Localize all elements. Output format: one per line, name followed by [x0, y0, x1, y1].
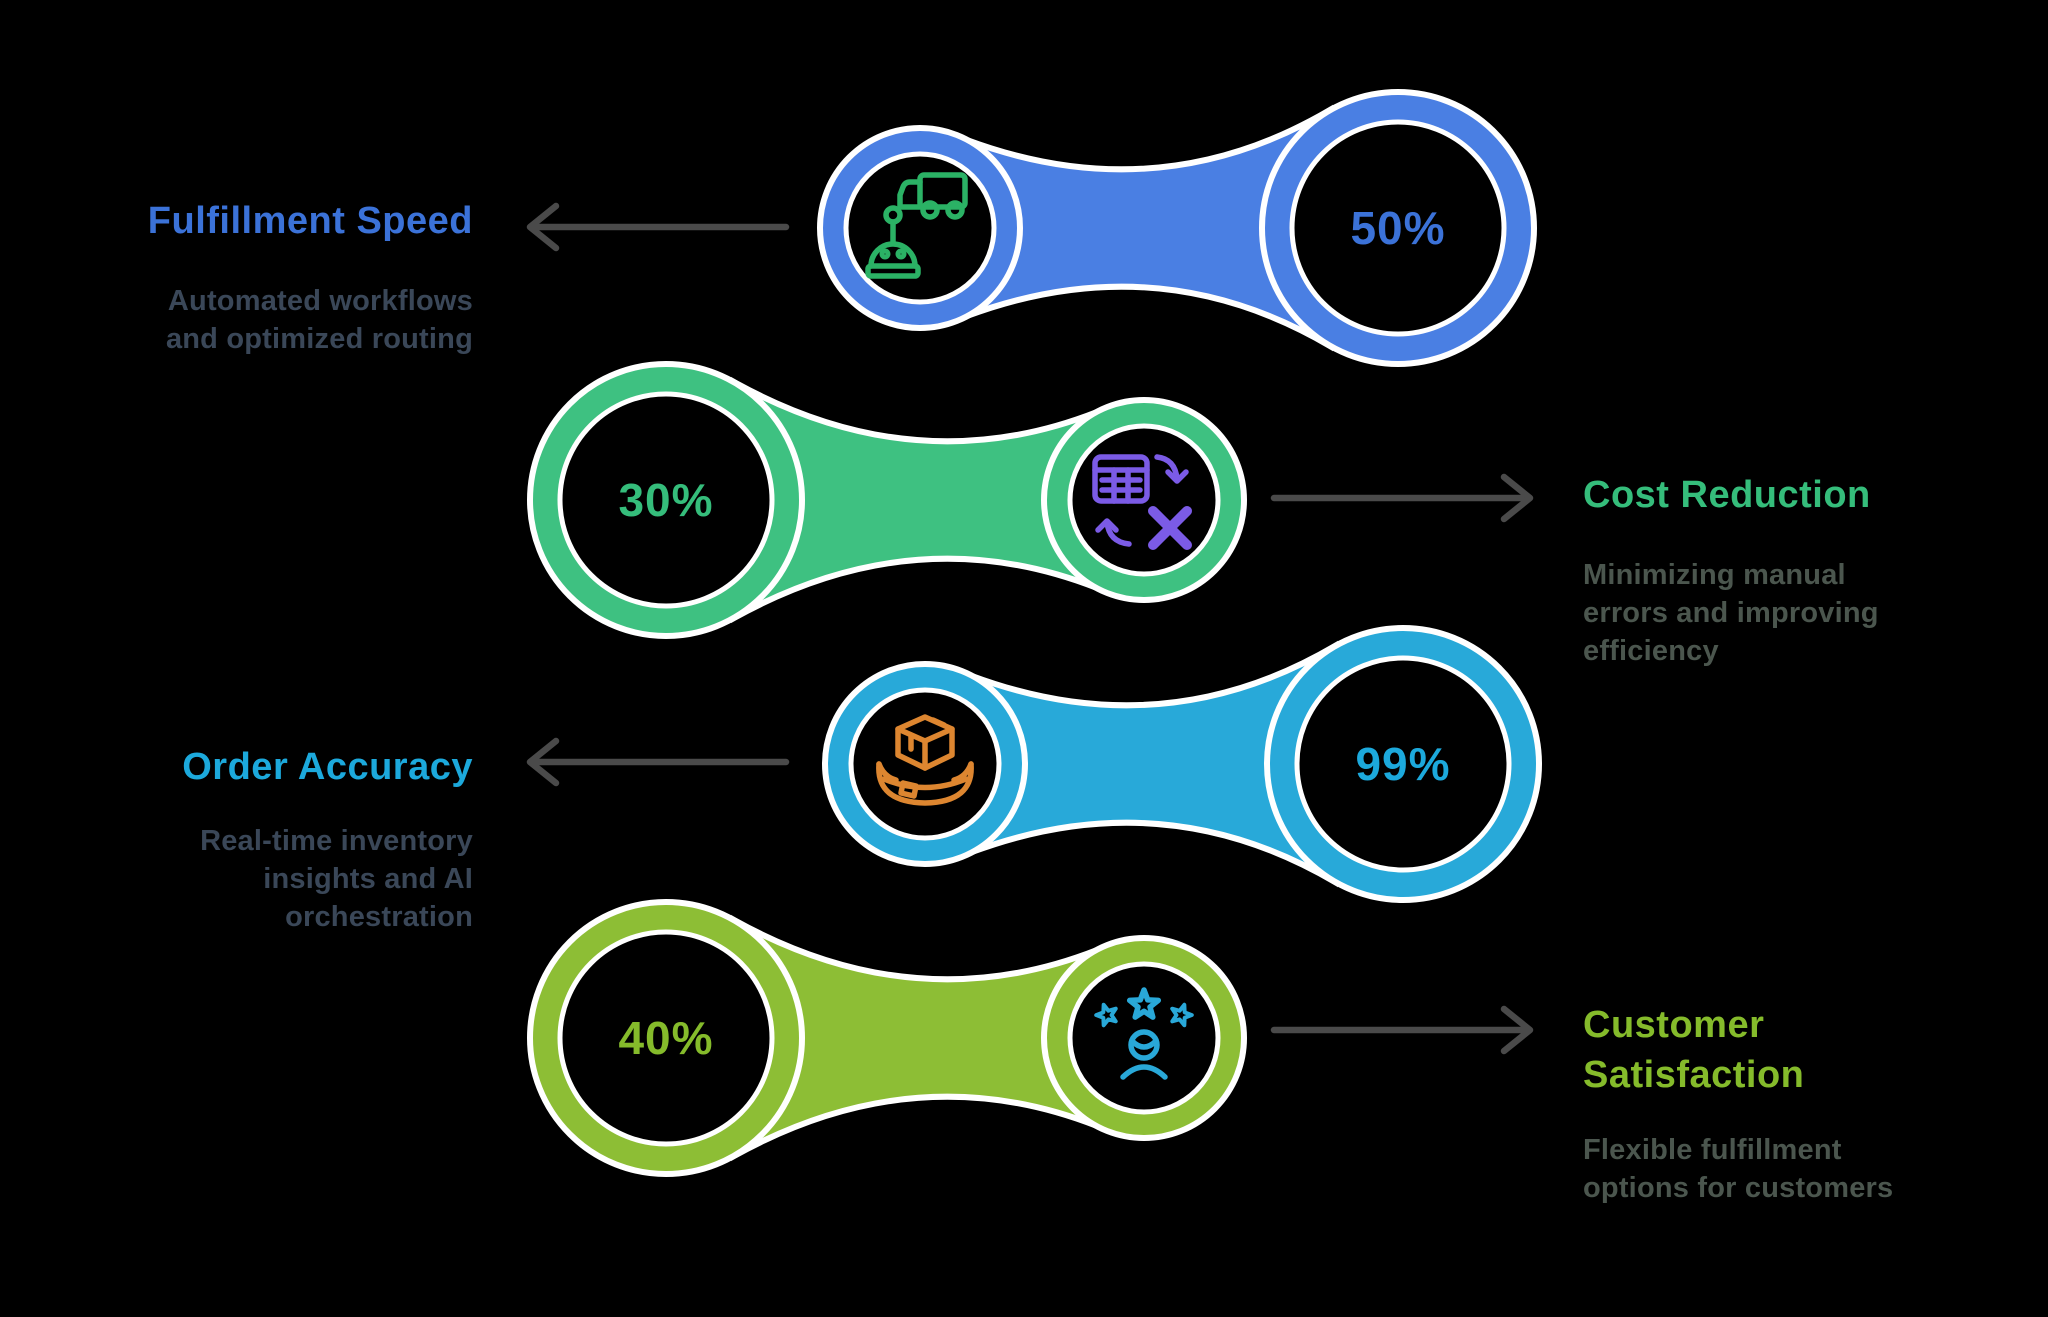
value-ring-hole — [557, 391, 775, 609]
metric-value-order-accuracy: 99% — [1355, 738, 1451, 790]
connector-arrow-left — [526, 737, 790, 787]
metric-value-cost-reduction: 30% — [618, 474, 714, 526]
description-line: Real-time inventory — [200, 825, 473, 857]
metric-title: Fulfillment Speed — [147, 200, 473, 242]
metric-description-customer-satisfaction: Flexible fulfillment options for custome… — [1583, 1131, 1983, 1207]
value-ring-hole — [1294, 655, 1512, 873]
icon-ring-hole — [1067, 961, 1221, 1115]
metric-title-line: Satisfaction — [1583, 1054, 1805, 1096]
metric-description-cost-reduction: Minimizing manual errors and improving e… — [1583, 556, 1983, 670]
metric-description-order-accuracy: Real-time inventory insights and AI orch… — [73, 822, 473, 936]
metric-title: Cost Reduction — [1583, 474, 1871, 516]
label-customer-satisfaction: Customer Satisfaction — [1583, 1000, 1983, 1100]
description-line: insights and AI — [263, 863, 473, 895]
metric-title-line: Customer — [1583, 1004, 1765, 1046]
label-order-accuracy: Order Accuracy — [73, 742, 473, 792]
description-line: errors and improving — [1583, 597, 1879, 629]
customer-rating-icon — [1091, 987, 1197, 1080]
robot-truck-icon — [865, 172, 968, 279]
value-ring-hole — [1289, 119, 1507, 337]
description-line: Flexible fulfillment — [1583, 1134, 1842, 1166]
metric-description-fulfillment-speed: Automated workflows and optimized routin… — [73, 282, 473, 358]
connector-arrow-right — [1270, 473, 1534, 523]
connector-arrow-right — [1270, 1005, 1534, 1055]
value-ring-hole — [557, 929, 775, 1147]
label-cost-reduction: Cost Reduction — [1583, 470, 1983, 520]
dumbbell-shape-customer-satisfaction — [527, 899, 1247, 1177]
description-line: and optimized routing — [165, 323, 473, 355]
label-fulfillment-speed: Fulfillment Speed — [73, 196, 473, 246]
description-line: efficiency — [1583, 635, 1719, 667]
description-line: Minimizing manual — [1583, 559, 1846, 591]
description-line: options for customers — [1583, 1172, 1894, 1204]
description-line: orchestration — [285, 901, 473, 933]
package-delivery-icon — [876, 714, 974, 806]
description-line: Automated workflows — [167, 285, 473, 317]
metric-value-customer-satisfaction: 40% — [618, 1012, 714, 1064]
data-conversion-icon — [1092, 454, 1192, 550]
metric-title: Order Accuracy — [182, 746, 473, 788]
metric-value-fulfillment-speed: 50% — [1350, 202, 1446, 254]
connector-arrow-left — [526, 202, 790, 252]
